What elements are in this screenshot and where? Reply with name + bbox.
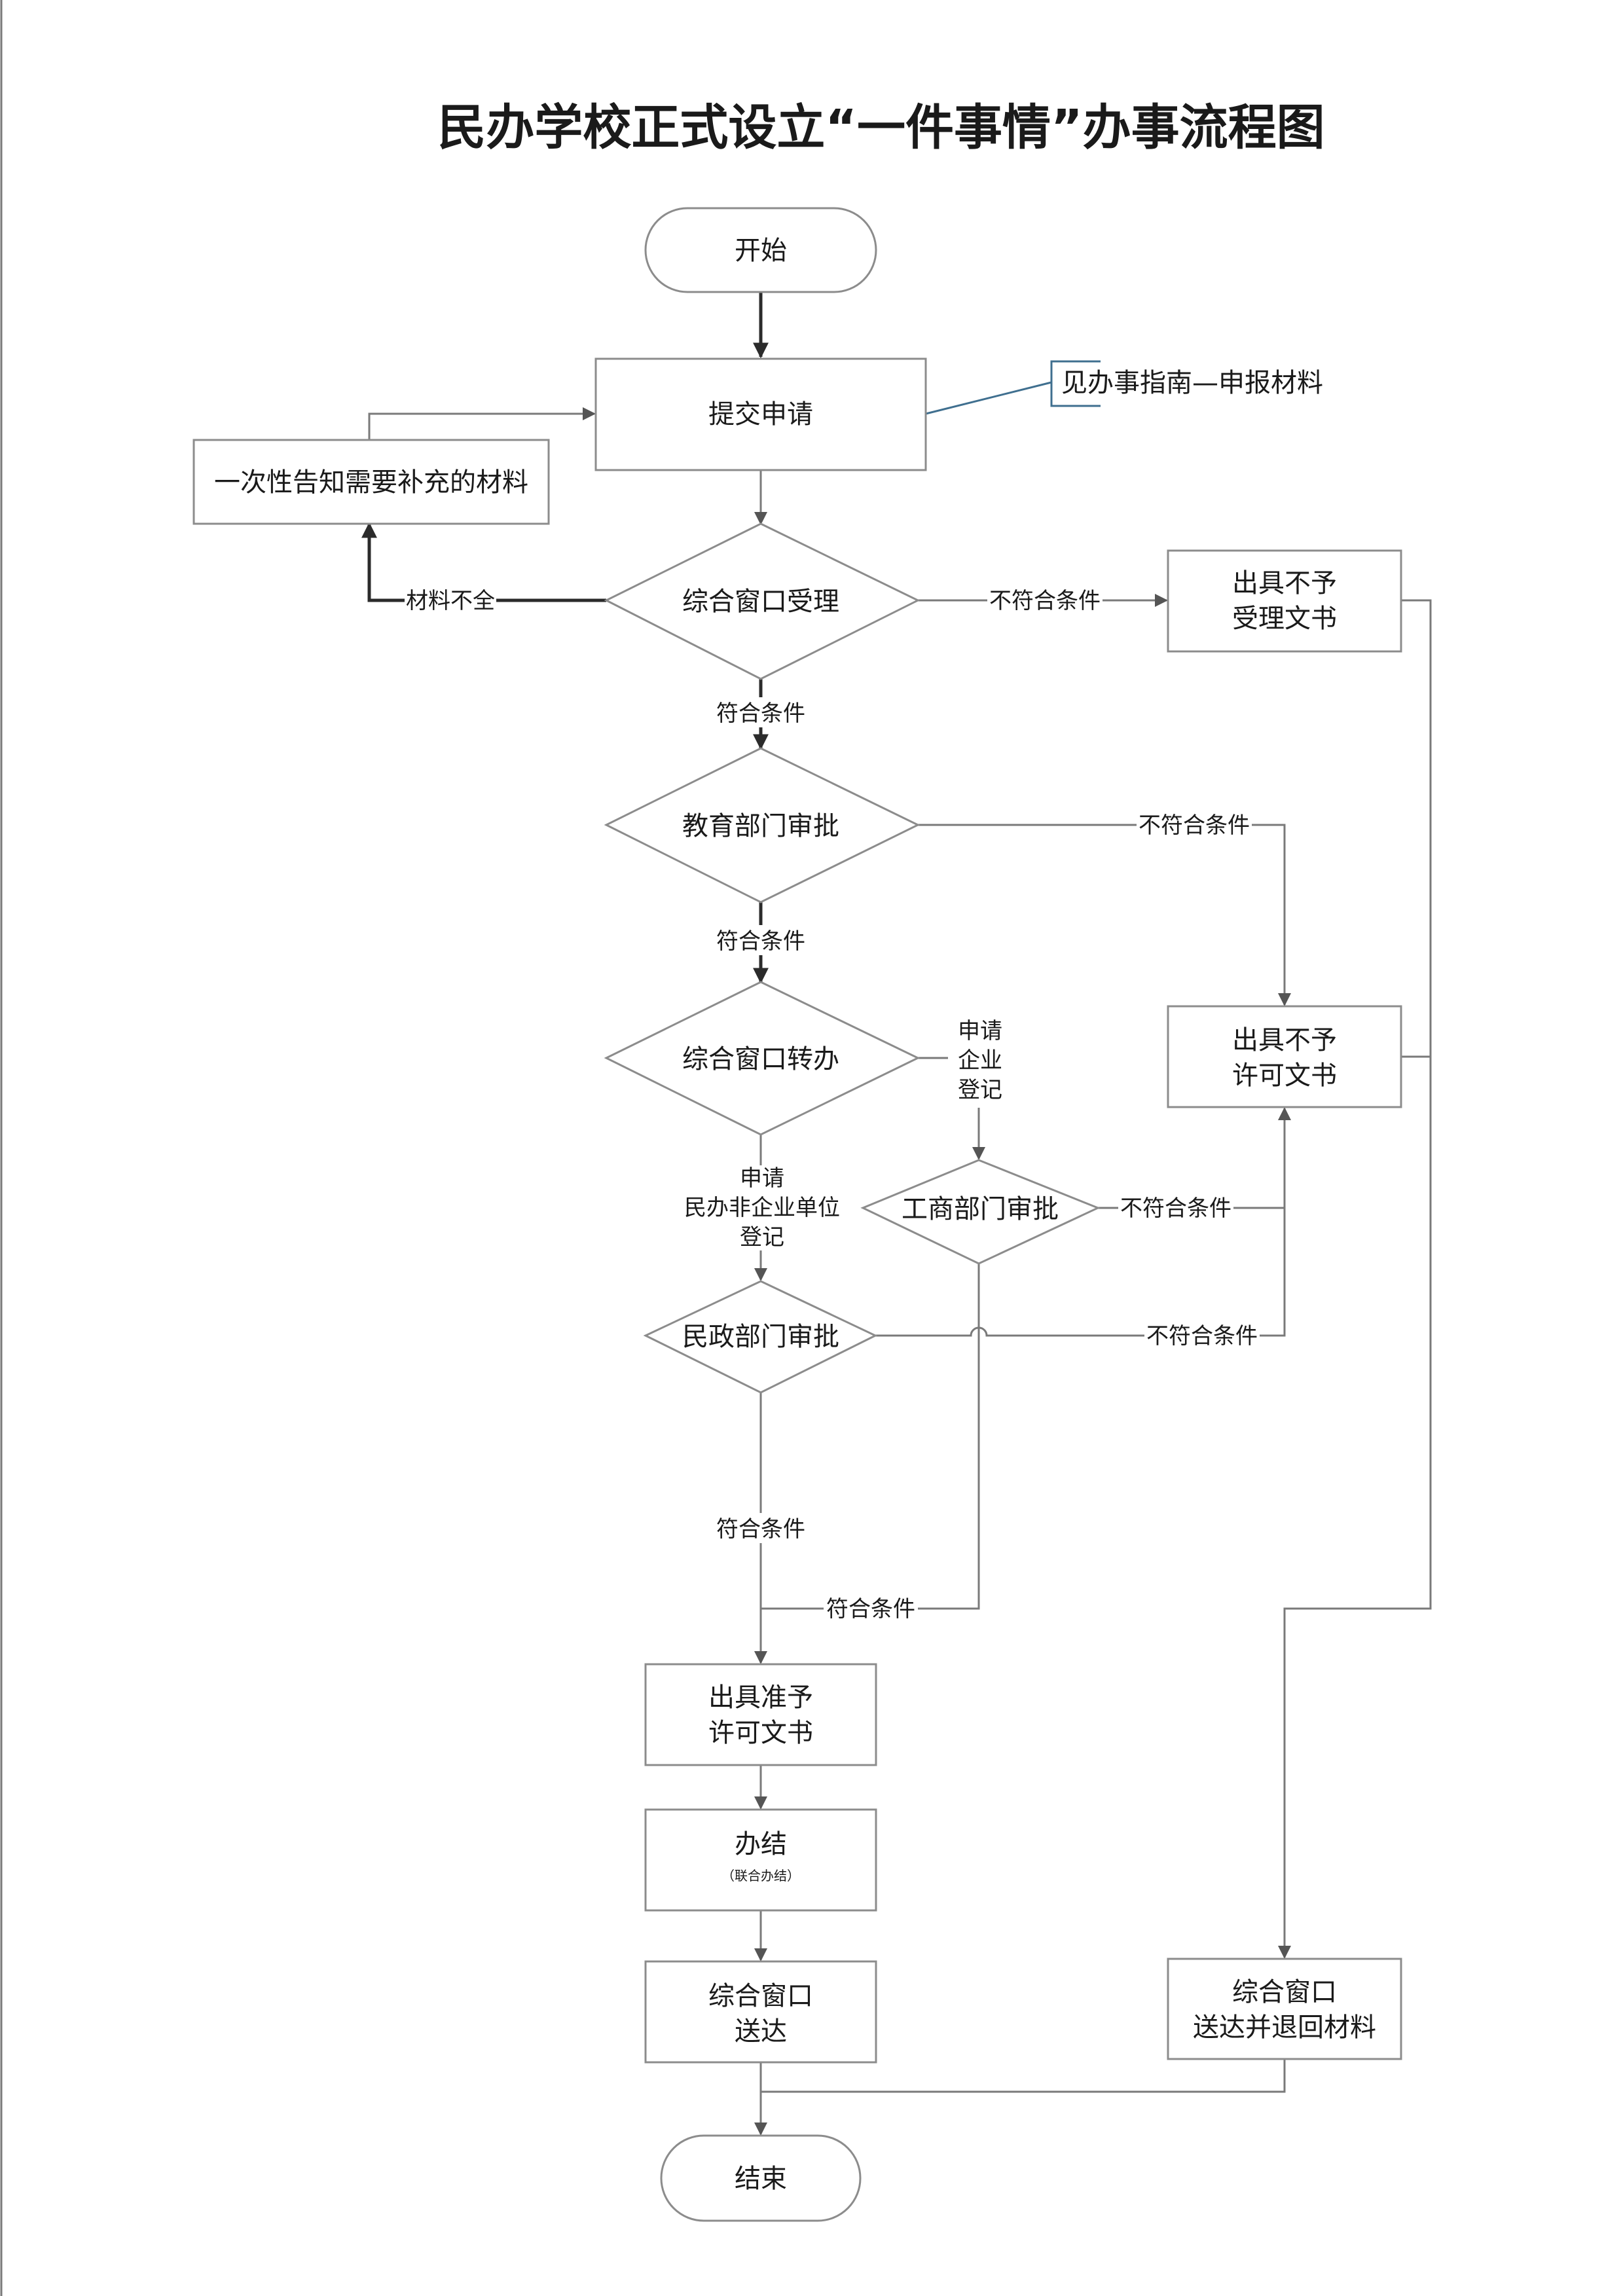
label-apply-enterprise-3: 登记 — [958, 1077, 1002, 1103]
commerce-approve-node: 工商部门审批 — [860, 1159, 1101, 1265]
label-apply-civil-1: 申请 — [740, 1165, 784, 1192]
reject-accept-node: 出具不予 受理文书 — [1167, 549, 1402, 653]
submit-label: 提交申请 — [708, 399, 813, 429]
window-transfer-node: 综合窗口转办 — [604, 981, 921, 1136]
label-apply-enterprise-2: 企业 — [958, 1048, 1002, 1074]
reject-permit-line2: 许可文书 — [1232, 1061, 1337, 1091]
complete-sublabel: （联合办结） — [721, 1868, 800, 1884]
note-text: 见办事指南—申报材料 — [1061, 368, 1323, 398]
label-not-qualified-edu: 不符合条件 — [1139, 812, 1250, 839]
edge-reject-to-deliver-return — [1278, 599, 1432, 1959]
deliver-node: 综合窗口 送达 — [644, 1960, 877, 2064]
label-not-qualified-commerce: 不符合条件 — [1120, 1195, 1231, 1222]
edge-deliver-return-to-end — [761, 2059, 1286, 2093]
complete-node: 办结 （联合办结） — [644, 1808, 877, 1912]
label-not-qualified-civil: 不符合条件 — [1146, 1323, 1258, 1349]
edge-supplement-to-submit — [368, 407, 596, 439]
complete-label: 办结 — [735, 1829, 787, 1859]
window-transfer-label: 综合窗口转办 — [682, 1044, 839, 1074]
grant-permit-node: 出具准予 许可文书 — [644, 1663, 877, 1766]
edge-labels: 材料不全 不符合条件 符合条件 不符合条件 符合条件 申请 企业 登记 申请 民… — [405, 585, 1260, 1623]
start-label: 开始 — [735, 236, 787, 266]
reject-accept-line1: 出具不予 — [1232, 568, 1337, 598]
civil-approve-label: 民政部门审批 — [682, 1322, 839, 1352]
label-not-qualified-accept: 不符合条件 — [989, 588, 1101, 614]
edu-approve-node: 教育部门审批 — [604, 747, 921, 903]
reject-accept-line2: 受理文书 — [1232, 604, 1337, 634]
supplement-node: 一次性告知需要补充的材料 — [192, 439, 550, 525]
label-qualified-edu: 符合条件 — [716, 928, 805, 955]
label-materials-incomplete: 材料不全 — [406, 588, 495, 614]
deliver-line1: 综合窗口 — [708, 1981, 813, 2011]
deliver-line2: 送达 — [735, 2016, 787, 2047]
window-accept-node: 综合窗口受理 — [604, 522, 921, 680]
edge-edu-to-reject-permit — [918, 824, 1291, 1006]
window-accept-label: 综合窗口受理 — [682, 587, 839, 617]
page-title: 民办学校正式设立“一件事情”办事流程图 — [437, 100, 1324, 156]
note-leader-line — [925, 381, 1052, 415]
label-qualified-commerce: 符合条件 — [826, 1596, 915, 1622]
label-apply-enterprise-1: 申请 — [958, 1018, 1002, 1044]
grant-permit-line1: 出具准予 — [708, 1683, 813, 1713]
end-label: 结束 — [735, 2164, 787, 2194]
label-apply-civil-2: 民办非企业单位 — [684, 1195, 840, 1221]
edge-accept-to-supplement — [361, 522, 606, 602]
label-qualified-civil: 符合条件 — [716, 1516, 805, 1542]
label-apply-civil-3: 登记 — [740, 1224, 784, 1250]
deliver-return-node: 综合窗口 送达并退回材料 — [1167, 1958, 1402, 2060]
label-qualified-accept: 符合条件 — [716, 701, 805, 727]
reject-permit-line1: 出具不予 — [1232, 1025, 1337, 1055]
edu-approve-label: 教育部门审批 — [682, 811, 839, 841]
note-bracket — [1050, 360, 1101, 407]
deliver-return-line2: 送达并退回材料 — [1193, 2013, 1376, 2043]
grant-permit-line2: 许可文书 — [708, 1718, 813, 1748]
civil-approve-node: 民政部门审批 — [643, 1280, 878, 1394]
commerce-approve-label: 工商部门审批 — [902, 1194, 1059, 1224]
reject-permit-node: 出具不予 许可文书 — [1167, 1005, 1402, 1108]
start-node: 开始 — [644, 207, 877, 293]
supplement-label: 一次性告知需要补充的材料 — [214, 467, 528, 498]
end-node: 结束 — [660, 2134, 862, 2222]
deliver-return-line1: 综合窗口 — [1232, 1977, 1337, 2007]
submit-node: 提交申请 — [594, 357, 927, 471]
